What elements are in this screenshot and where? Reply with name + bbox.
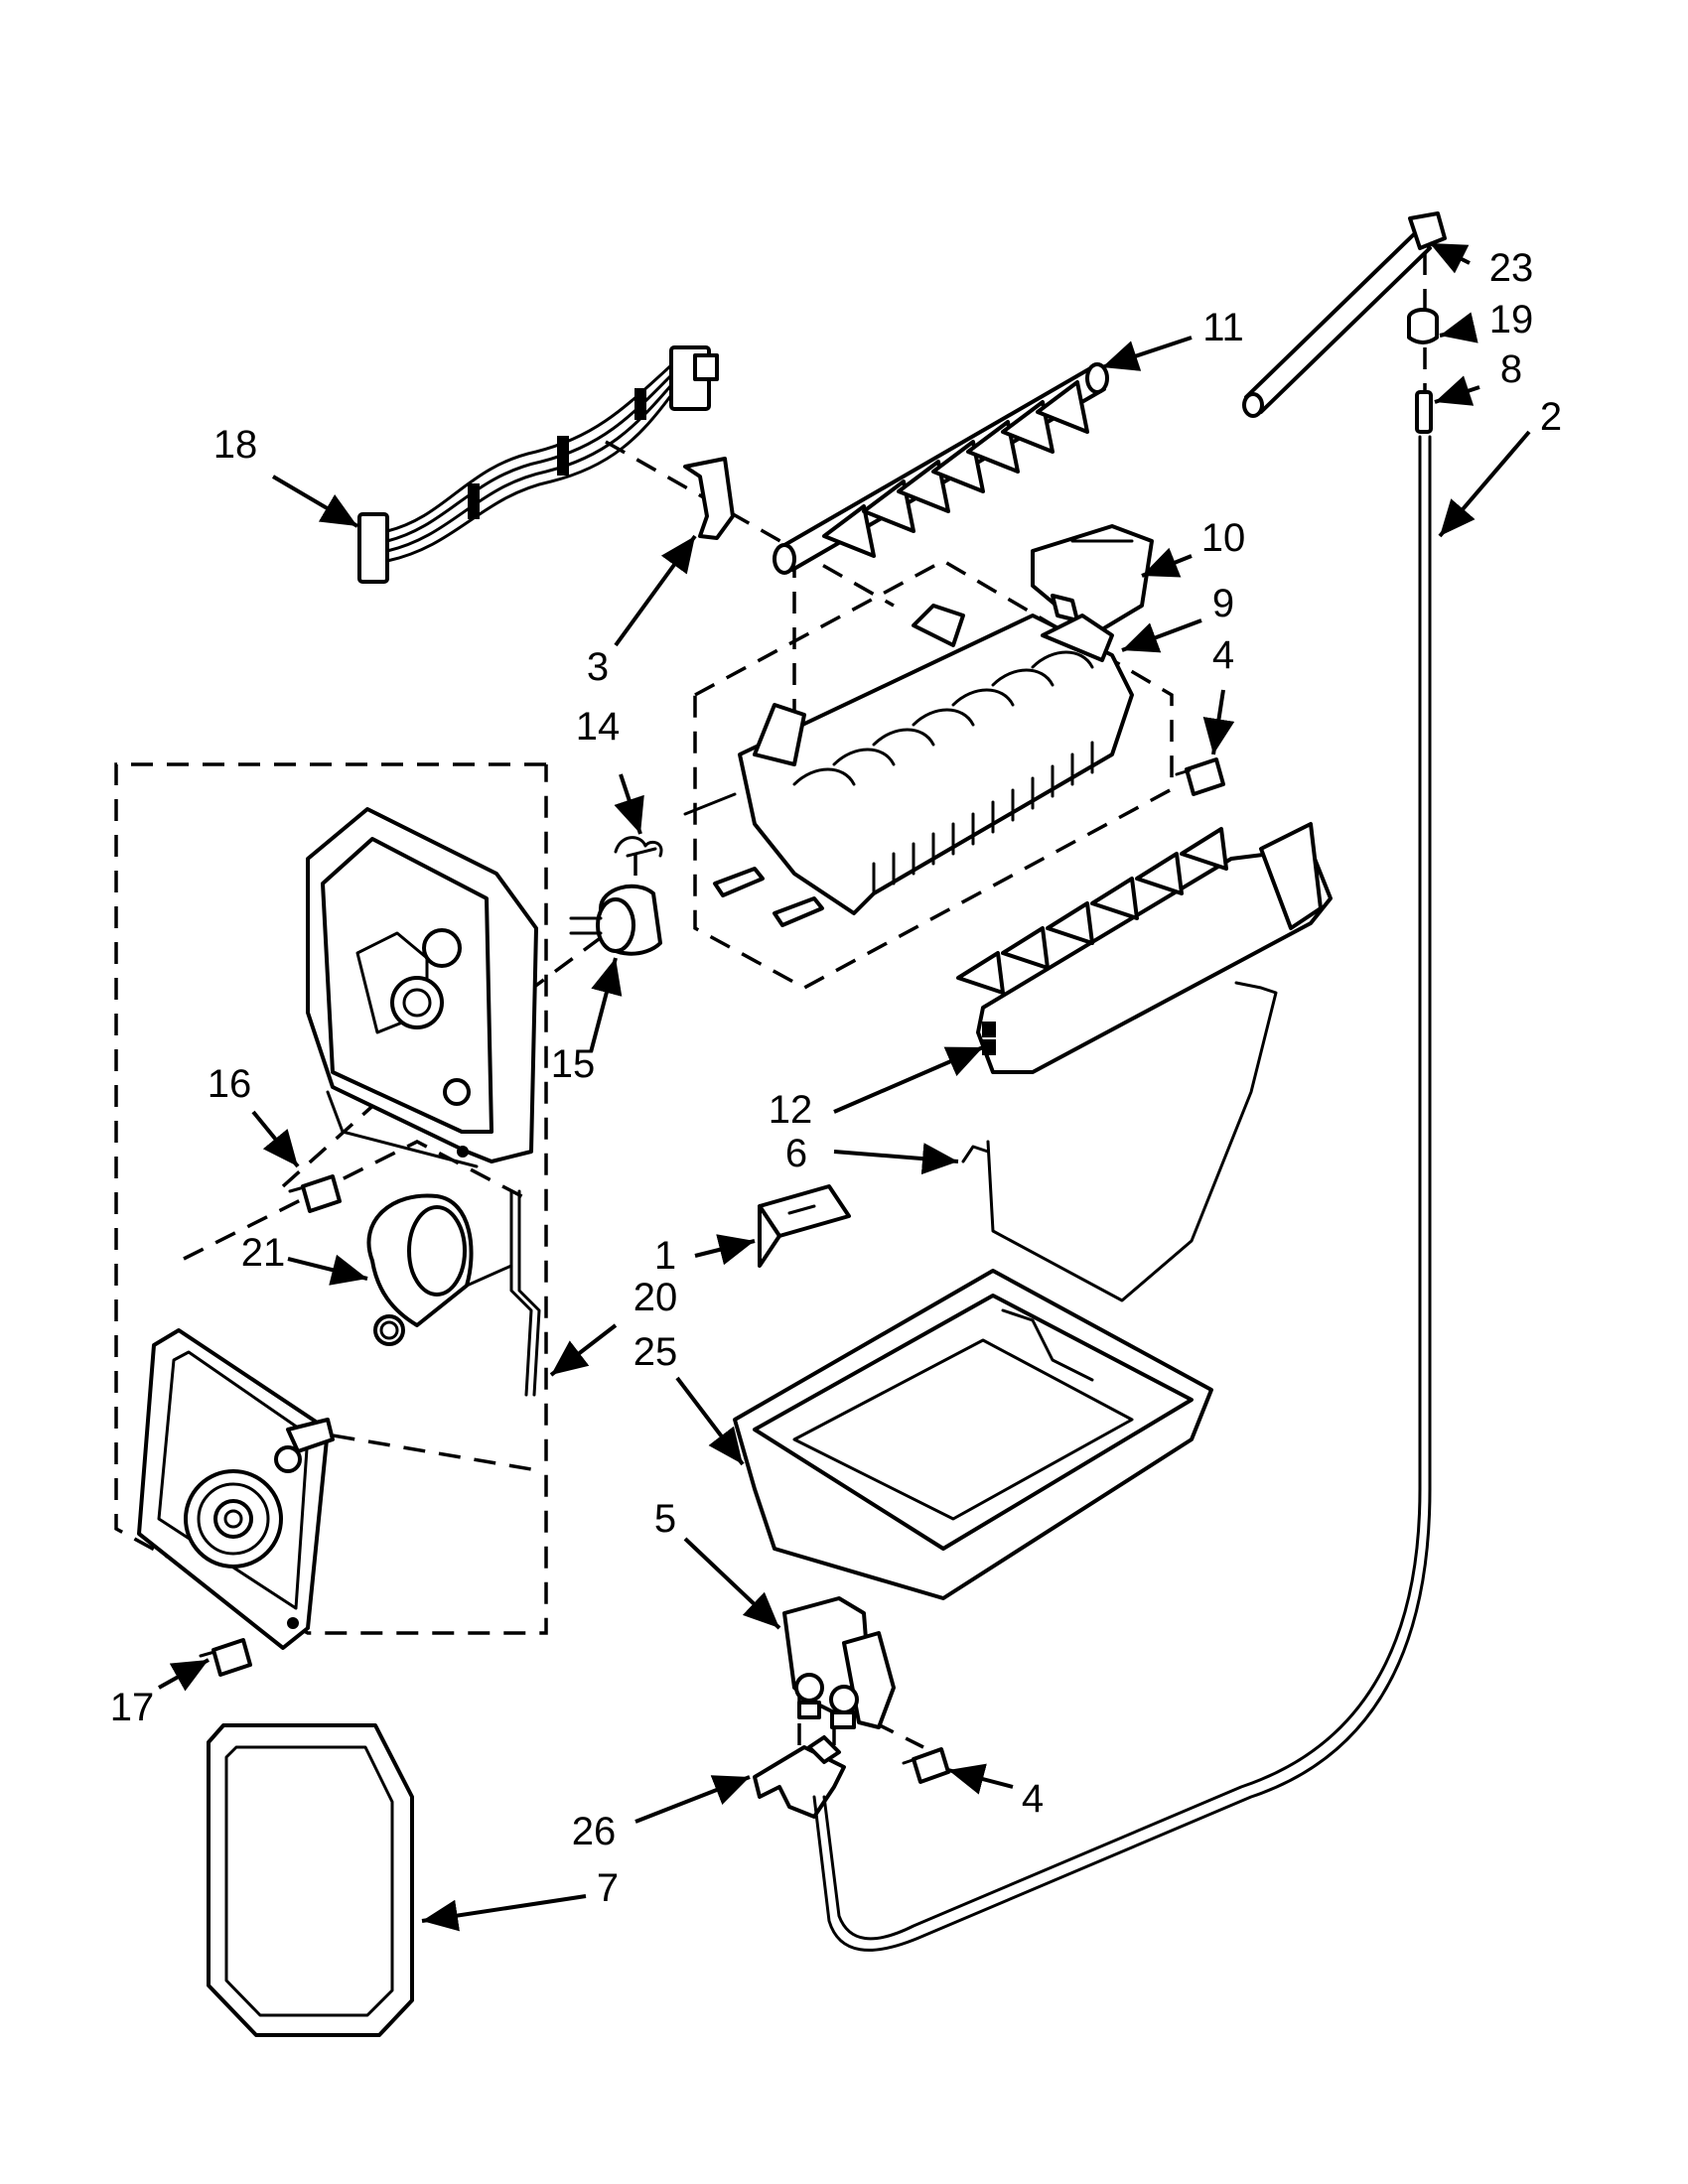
callout-14: 14 xyxy=(576,705,621,749)
callout-12: 12 xyxy=(769,1088,813,1132)
wire-harness-part-18 xyxy=(357,345,719,584)
stripper-part-12 xyxy=(956,822,1333,1074)
thermostat-part-15 xyxy=(569,884,662,956)
ice-mold-part-9 xyxy=(683,604,1134,927)
control-front-plate xyxy=(137,1328,335,1650)
callout-9: 9 xyxy=(1212,582,1234,625)
leader-arrows xyxy=(158,241,1531,1932)
bracket-part-1 xyxy=(758,1184,851,1268)
callout-19: 19 xyxy=(1489,298,1534,341)
callout-4a: 4 xyxy=(1212,633,1234,677)
screw-part-4-upper xyxy=(1175,757,1225,796)
callout-15: 15 xyxy=(551,1042,596,1086)
callout-1: 1 xyxy=(654,1234,676,1278)
callout-16: 16 xyxy=(208,1062,252,1106)
callout-20: 20 xyxy=(633,1276,678,1319)
callout-8: 8 xyxy=(1500,347,1522,391)
callout-5: 5 xyxy=(654,1497,676,1541)
ejector-shaft-part-11 xyxy=(773,362,1109,575)
valve-bracket-part-26 xyxy=(753,1735,846,1819)
cover-part-7 xyxy=(207,1723,414,2037)
grommet-part-19 xyxy=(1407,308,1439,344)
clip-part-3 xyxy=(683,457,735,540)
callout-21: 21 xyxy=(241,1231,286,1275)
screw-part-17 xyxy=(199,1638,252,1677)
callout-26: 26 xyxy=(572,1810,617,1853)
callout-10: 10 xyxy=(1201,516,1246,560)
callout-23: 23 xyxy=(1489,246,1534,290)
callout-3: 3 xyxy=(587,645,609,689)
callout-6: 6 xyxy=(785,1132,807,1175)
callout-18: 18 xyxy=(213,423,258,467)
callout-numbers: 23 19 8 2 11 18 10 9 4 3 14 15 16 12 6 1… xyxy=(110,246,1562,1910)
callout-4b: 4 xyxy=(1022,1777,1044,1821)
callout-17: 17 xyxy=(110,1686,155,1729)
fill-cup-part-10 xyxy=(1031,524,1154,637)
screw-part-16 xyxy=(288,1174,342,1213)
motor-part-21 xyxy=(366,1189,541,1397)
retainer-clip-part-14 xyxy=(614,836,663,858)
fitting-part-8 xyxy=(1415,390,1433,434)
screw-part-4-lower xyxy=(902,1747,950,1784)
control-module-housing xyxy=(306,807,538,1168)
water-tube-part-2 xyxy=(812,435,1432,1952)
ice-bin-part-25 xyxy=(733,1269,1213,1600)
callout-11: 11 xyxy=(1202,306,1244,349)
water-valve-part-5 xyxy=(782,1596,896,1729)
shutoff-arm-part-6 xyxy=(961,981,1278,1302)
callout-25: 25 xyxy=(633,1330,678,1374)
callout-7: 7 xyxy=(597,1866,619,1910)
callout-2: 2 xyxy=(1540,395,1562,439)
